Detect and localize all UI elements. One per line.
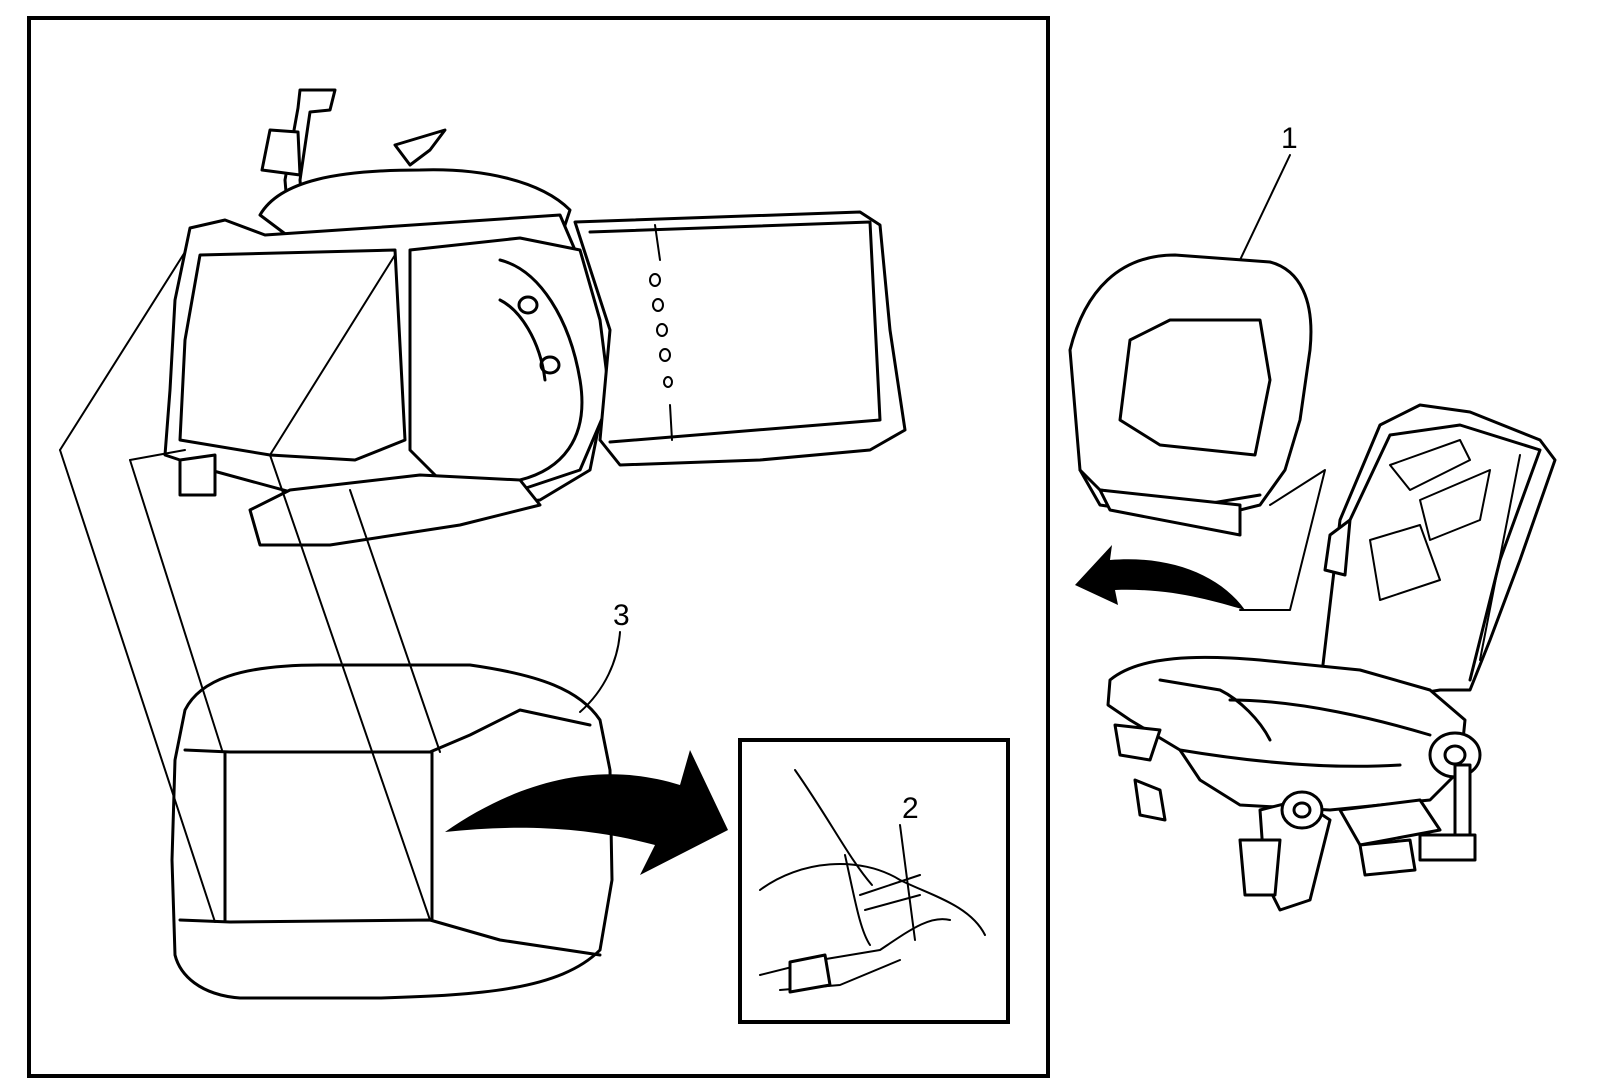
assembly-guide-lines <box>59 251 441 923</box>
callout-3-label: 3 <box>613 599 630 632</box>
callout-2: 2 <box>902 792 919 825</box>
inset-detail-panel <box>738 738 1010 1024</box>
callout-1-label: 1 <box>1281 122 1298 155</box>
detail-arrow <box>445 750 728 875</box>
remove-direction-arrow <box>1075 545 1245 610</box>
full-seat-assembly <box>1068 253 1557 912</box>
main-detail-frame <box>27 16 1050 1078</box>
callout-1: 1 <box>1239 122 1298 261</box>
callout-3: 3 <box>579 599 630 713</box>
exploded-cushion-cover <box>163 88 907 547</box>
seat-cushion-pad <box>170 663 614 1000</box>
callout-2-label: 2 <box>902 792 919 825</box>
seat-back <box>1068 253 1313 537</box>
